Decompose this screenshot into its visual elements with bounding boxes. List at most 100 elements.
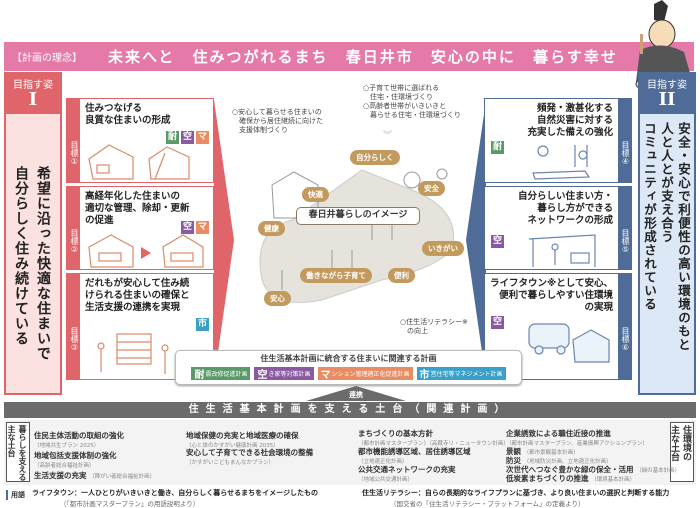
plan-vacant-name: き家等対策計画 xyxy=(268,371,311,378)
item-sub: （高齢者総合福祉計画） xyxy=(34,463,95,469)
chip-benri: 便利 xyxy=(388,268,415,283)
goal-5-label: 目標⑤ xyxy=(618,187,631,269)
goal-6-label: 目標⑥ xyxy=(618,274,631,379)
center-note-left: ○安心して暮らせる住まいの 確保から居住継続に向けた 支援体制づくり xyxy=(232,108,323,134)
item-title: 地域包括支援体制の強化 xyxy=(34,451,117,460)
goal-2-card: 目標② 高経年化した住まいの 適切な管理、除却・更新 の促進 空 マ xyxy=(66,186,214,270)
plan-seismic-mark: 耐 xyxy=(194,370,205,381)
foundation-item: 生活支援の充実 （障がい者総合福祉計画） xyxy=(34,470,155,481)
plan-mansion: マンション管理適正化促進計画 xyxy=(317,367,413,381)
disaster-preparedness-illustration-icon xyxy=(532,145,591,180)
community-network-illustration-icon xyxy=(528,234,596,267)
tag-municipal: 市 xyxy=(196,318,209,331)
plan-mansion-name: ンション管理適正化促進計画 xyxy=(331,371,410,378)
goal-2-label: 目標② xyxy=(67,187,80,269)
goal-6-title: ライフタウン※として安心、 便利で暮らしやすい住環境 の実現 xyxy=(490,278,613,313)
foundation-item: 地域包括支援体制の強化 （高齢者総合福祉計画） xyxy=(34,450,117,469)
house-renewal-illustration-icon xyxy=(88,234,204,268)
item-sub: （立地適正化計画） xyxy=(358,459,408,465)
plan-vacant: 空き家等対策計画 xyxy=(254,367,314,381)
tag-vacant: 空 xyxy=(181,131,194,144)
arrow-left-icon xyxy=(466,100,486,380)
goal-6-card: 目標⑥ ライフタウン※として安心、 便利で暮らしやすい住環境 の実現 空 xyxy=(484,273,632,380)
foundation-left-label: 暮らしを支える 主な土台 xyxy=(6,422,30,482)
goal-5-title: 自分らしい住まい方・ 暮らし方ができる ネットワークの形成 xyxy=(517,191,613,226)
integrated-plans-box: 住生活基本計画に統合する住まいに関連する計画 耐震改修促進計画 空き家等対策計画… xyxy=(175,350,522,385)
chip-anzen: 安全 xyxy=(418,181,445,196)
tag-vacant: 空 xyxy=(181,221,194,234)
tag-seismic: 耐 xyxy=(491,141,504,154)
chip-childcare: 働きながら子育て xyxy=(300,268,372,283)
tag-mansion: マ xyxy=(196,131,209,144)
item-title: 防災 xyxy=(506,456,521,465)
vision-1-label: 目指す姿 xyxy=(13,80,53,91)
item-title: 住民主体活動の取組の強化 xyxy=(34,431,124,440)
item-title: 地域保健の充実と地域医療の確保 xyxy=(186,431,299,440)
center-title: 春日井暮らしのイメージ xyxy=(296,207,420,225)
item-title: まちづくりの基本方針 xyxy=(358,429,433,438)
vision-1-numeral: I xyxy=(28,89,38,110)
item-title: 次世代へつなぐ豊かな緑の保全・活用 xyxy=(506,465,634,474)
goal-3-title: だれもが安心して住み続 けられる住まいの確保と 生活支援の連携を実現 xyxy=(85,278,190,313)
glossary-literacy: 住生活リテラシー：自らの長期的なライフプランに基づき、より良い住まいの選択と判断… xyxy=(362,488,669,508)
item-sub: （都市計画マスタープラン）（高蔵寺リ・ニュータウン計画） xyxy=(358,441,509,447)
item-sub: （緑の基本計画） xyxy=(636,468,681,474)
vision-1-text: 希望に沿った快適な住まいで 自分らしく住み続けている xyxy=(4,112,62,395)
tag-vacant: 空 xyxy=(491,235,504,248)
house-solar-illustration-icon xyxy=(88,144,190,180)
goal-2-title: 高経年化した住まいの 適切な管理、除却・更新 の促進 xyxy=(85,191,190,226)
plan-municipal-mark: 市 xyxy=(419,370,430,381)
foundation-item: 都市機能誘導区域、居住誘導区域（立地適正化計画） xyxy=(358,446,471,465)
goal-3-label: 目標③ xyxy=(67,274,80,379)
vision-2-label: 目指す姿 xyxy=(647,80,687,91)
chip-jibunrashiku: 自分らしく xyxy=(350,150,400,165)
glossary-literacy-source: （国交省の「住生活リテラシー・プラットフォーム」の定義より） xyxy=(390,500,585,508)
goal-1-label: 目標① xyxy=(67,99,80,182)
foundation-item: 安心して子育てできる社会環境の整備（かすがいこどもまんなかプラン） xyxy=(186,447,313,466)
item-sub: （心と体のかすがい健康計画 2035） xyxy=(186,443,279,449)
plan-municipal: 市営住宅等マネジメント計画 xyxy=(416,367,506,381)
apartment-support-illustration-icon xyxy=(97,333,169,374)
item-sub: （地域共生プラン 2025） xyxy=(34,443,100,449)
chip-kaiteki: 快適 xyxy=(302,187,329,202)
plan-seismic-name: 震改修促進計画 xyxy=(205,371,248,378)
item-title: 生活支援の充実 xyxy=(34,471,87,480)
plans-heading: 住生活基本計画に統合する住まいに関連する計画 xyxy=(260,354,437,363)
foundation-item: 地域保健の充実と地域医療の確保 （心と体のかすがい健康計画 2035） xyxy=(186,430,299,449)
banner-label: 【計画の理念】 xyxy=(12,53,82,64)
glossary-lifetown: ライフタウン：一人ひとりがいきいきと働き、自分らしく暮らせるまちをイメージしたも… xyxy=(32,488,318,508)
plan-seismic: 耐震改修促進計画 xyxy=(191,367,251,381)
chip-kenko: 健康 xyxy=(258,221,285,236)
goal-4-title: 頻発・激甚化する 自然災害に対する 充実した備えの強化 xyxy=(527,103,613,138)
vision-2-header: 目指す姿 II xyxy=(638,72,696,112)
foundation-item: 企業誘致による職住近接の推進（都市計画マスタープラン、産業振興アクションプラン） xyxy=(506,428,648,447)
item-sub: （環境基本計画） xyxy=(591,477,636,483)
item-sub: （地域防災計画、立地適正化計画） xyxy=(523,459,612,465)
item-sub: （地域公共交通計画） xyxy=(358,477,414,483)
goal-5-card: 目標⑤ 自分らしい住まい方・ 暮らし方ができる ネットワークの形成 空 xyxy=(484,186,632,270)
tag-vacant: 空 xyxy=(491,316,504,329)
foundation-item: 景観 （都市景観基本計画） xyxy=(506,446,579,457)
foundation-item: 住民主体活動の取組の強化 （地域共生プラン 2025） xyxy=(34,430,124,449)
glossary-literacy-text: 住生活リテラシー：自らの長期的なライフプランに基づき、より良い住まいの選択と判断… xyxy=(362,489,670,497)
item-title: 公共交通ネットワークの充実 xyxy=(358,465,456,474)
plan-mansion-mark: マ xyxy=(320,370,331,381)
triangle-icon xyxy=(306,386,406,401)
foundation-item: 防災 （地域防災計画、立地適正化計画） xyxy=(506,455,612,466)
chip-anshin: 安心 xyxy=(264,291,291,306)
glossary-lifetown-source: （「都市計画マスタープラン」の用語説明より） xyxy=(60,500,200,508)
bus-shop-illustration-icon xyxy=(528,323,610,363)
item-title: 低炭素まちづくりの推進 xyxy=(506,474,589,483)
foundation-item: 次世代へつなぐ豊かな緑の保全・活用 （緑の基本計画） xyxy=(506,464,680,475)
plan-vacant-mark: 空 xyxy=(257,370,268,381)
goal-4-label: 目標④ xyxy=(618,99,631,182)
philosophy-banner: 【計画の理念】 未来へと 住みつがれるまち 春日井市 安心の中に 暮らす幸せ xyxy=(4,42,694,71)
foundation-band: 住生活基本計画を支える土台（関連計画） xyxy=(4,402,696,418)
item-title: 安心して子育てできる社会環境の整備 xyxy=(186,448,314,457)
center-note-top: ○子育て世帯に選ばれる 住宅・住環境づくり ○高齢者世帯がいきいきと 暮らせる住… xyxy=(363,84,461,119)
foundation-item: まちづくりの基本方針 （都市計画マスタープラン）（高蔵寺リ・ニュータウン計画） xyxy=(358,428,509,447)
glossary-lifetown-text: ライフタウン：一人ひとりがいきいきと働き、自分らしく暮らせるまちをイメージしたも… xyxy=(32,489,319,497)
chip-ikigai: いきがい xyxy=(422,241,464,256)
collaboration-triangle: 連携 xyxy=(306,386,406,401)
chevron-down-icon: ︾ xyxy=(383,131,393,141)
